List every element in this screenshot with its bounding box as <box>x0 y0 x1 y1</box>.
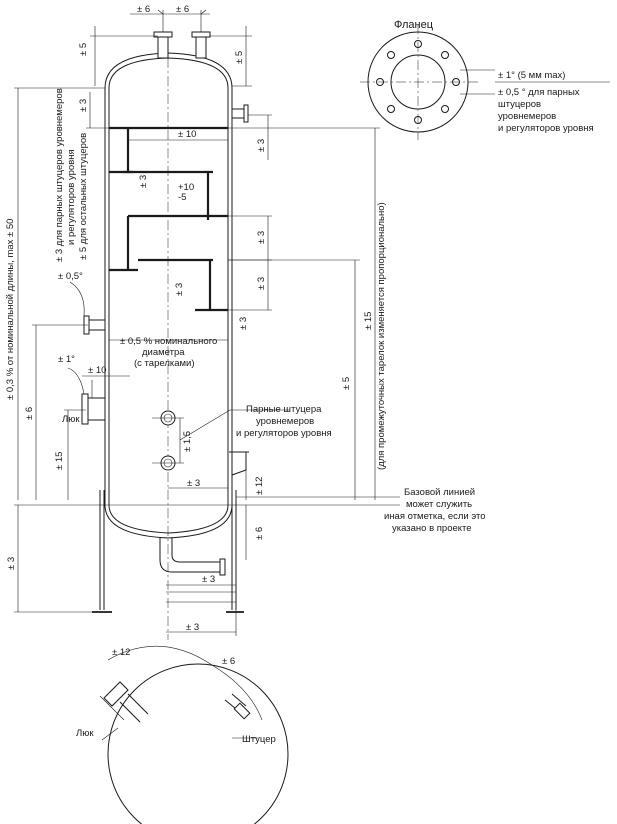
hatch-label: Люк <box>62 414 80 425</box>
right-upper-nozzle <box>231 104 249 123</box>
dimension-lines <box>14 26 400 636</box>
bottom-outlet <box>159 538 226 576</box>
tol-tray-v1: ± 3 <box>138 175 149 188</box>
tol-top-right: ± 6 <box>176 4 189 15</box>
flange-note-3: штуцеров <box>498 99 541 110</box>
tol-left-6: ± 6 <box>24 407 35 420</box>
paired-nozzles-2: уровнемеров <box>256 416 314 427</box>
flange-note-5: и регуляторов уровня <box>498 123 594 134</box>
tol-plan-12: ± 12 <box>112 647 130 658</box>
tol-12: ± 12 <box>254 477 265 495</box>
tol-plan-6: ± 6 <box>222 656 235 667</box>
base-text-2: может служить <box>406 499 472 510</box>
tol-rotated-others: ± 5 для остальных штуцеров <box>78 133 89 260</box>
tol-diam3: (с тарелками) <box>134 358 195 369</box>
tol-tray-h: ± 10 <box>178 129 196 140</box>
flange-title: Фланец <box>394 19 434 31</box>
tol-right-15-rot2: (для промежуточных тарелок изменяется пр… <box>376 202 387 470</box>
flange-diagram <box>360 24 610 140</box>
tol-10-hatch: ± 10 <box>88 365 106 376</box>
flange-note-4: уровнемеров <box>498 111 556 122</box>
tol-small-v: ± 3 <box>174 283 185 296</box>
tol-skirt-3: ± 3 <box>6 557 17 570</box>
tol-plus10: +10 <box>178 182 194 193</box>
tol-top-nozzle-v: ± 5 <box>78 43 89 56</box>
tol-right-nozzle: ± 3 <box>256 139 267 152</box>
support-bracket <box>229 451 249 476</box>
paired-nozzles-1: Парные штуцера <box>246 404 322 415</box>
tol-left-head: ± 3 <box>78 99 89 112</box>
base-text-4: указано в проекте <box>392 523 472 534</box>
labels: Фланец ± 6 ± 6 ± 5 ± 5 ± 3 ± 3 ± 10 ± 3 … <box>5 4 594 745</box>
tol-bottom-6: ± 6 <box>254 527 265 540</box>
tol-right-mid3: ± 3 <box>238 317 249 330</box>
tol-pipe-3a: ± 3 <box>202 574 215 585</box>
tol-right-mid2: ± 3 <box>256 277 267 290</box>
base-text-3: иная отметка, если это <box>384 511 486 522</box>
tol-right-15-rot1: ± 15 <box>363 312 374 330</box>
plan-nozzle-label: Штуцер <box>242 734 276 745</box>
flange-note-2: ± 0,5 ° для парных <box>498 87 580 98</box>
tol-diam1: ± 0,5 % номинального <box>120 336 217 347</box>
tol-right-top-v: ± 5 <box>234 51 245 64</box>
trays <box>109 126 228 312</box>
tol-diam2: диаметра <box>142 347 185 358</box>
manhole-left <box>81 380 106 425</box>
tol-pipe-3b: ± 3 <box>186 622 199 633</box>
plan-nozzle <box>224 693 251 720</box>
tol-rotated-pairs2: и регуляторов уровня <box>66 149 77 245</box>
base-text-1: Базовой линией <box>404 487 475 498</box>
tol-right-mid1: ± 3 <box>256 231 267 244</box>
vessel-body <box>104 40 233 640</box>
tol-left-15: ± 15 <box>54 452 65 470</box>
plan-hatch <box>99 681 149 723</box>
paired-nozzles-3: и регуляторов уровня <box>236 428 332 439</box>
tol-right-5: ± 5 <box>341 377 352 390</box>
plan-view <box>99 645 289 824</box>
tol-3-base: ± 3 <box>187 478 200 489</box>
tol-angle-1: ± 1° <box>58 354 75 365</box>
plan-hatch-label: Люк <box>76 728 94 739</box>
paired-nozzles <box>152 410 184 471</box>
tol-top-left: ± 6 <box>137 4 150 15</box>
tol-minus5: -5 <box>178 192 186 203</box>
tol-angle-05: ± 0,5° <box>58 271 83 282</box>
tol-1-5: ± 1,5 <box>182 431 193 452</box>
tol-overall: ± 0,3 % от номинальной длины, max ± 50 <box>5 219 16 400</box>
flange-note-1: ± 1° (5 мм max) <box>498 70 565 81</box>
flange-bolt-holes <box>376 40 460 124</box>
top-nozzles <box>130 9 211 59</box>
tol-rotated-pairs: ± 3 для парных штуцеров уровнемеров <box>54 88 65 262</box>
